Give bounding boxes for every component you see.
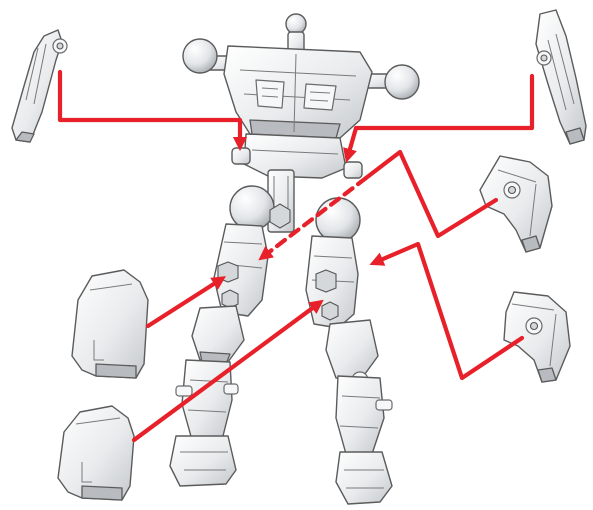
arrow-right-shoulder — [343, 73, 535, 163]
arrow-knee-guard-upper-solid — [363, 149, 499, 239]
arrow-left-shoulder — [57, 69, 248, 152]
left-leg — [169, 223, 269, 487]
right-shoulder-armor — [535, 9, 587, 145]
left-shoulder-armor — [11, 29, 68, 143]
assembly-arrows — [57, 69, 535, 443]
knee-guard-lower — [503, 291, 571, 383]
knee-guard-upper — [479, 155, 553, 253]
arrow-knee-guard-upper-dashed — [258, 175, 369, 261]
right-leg — [305, 235, 393, 505]
arrow-thigh-right — [131, 299, 324, 443]
arrow-thigh-left — [145, 276, 227, 329]
thigh-armor-right — [57, 405, 135, 501]
thigh-armor-left — [71, 269, 149, 379]
arrow-knee-guard-lower — [369, 241, 525, 381]
